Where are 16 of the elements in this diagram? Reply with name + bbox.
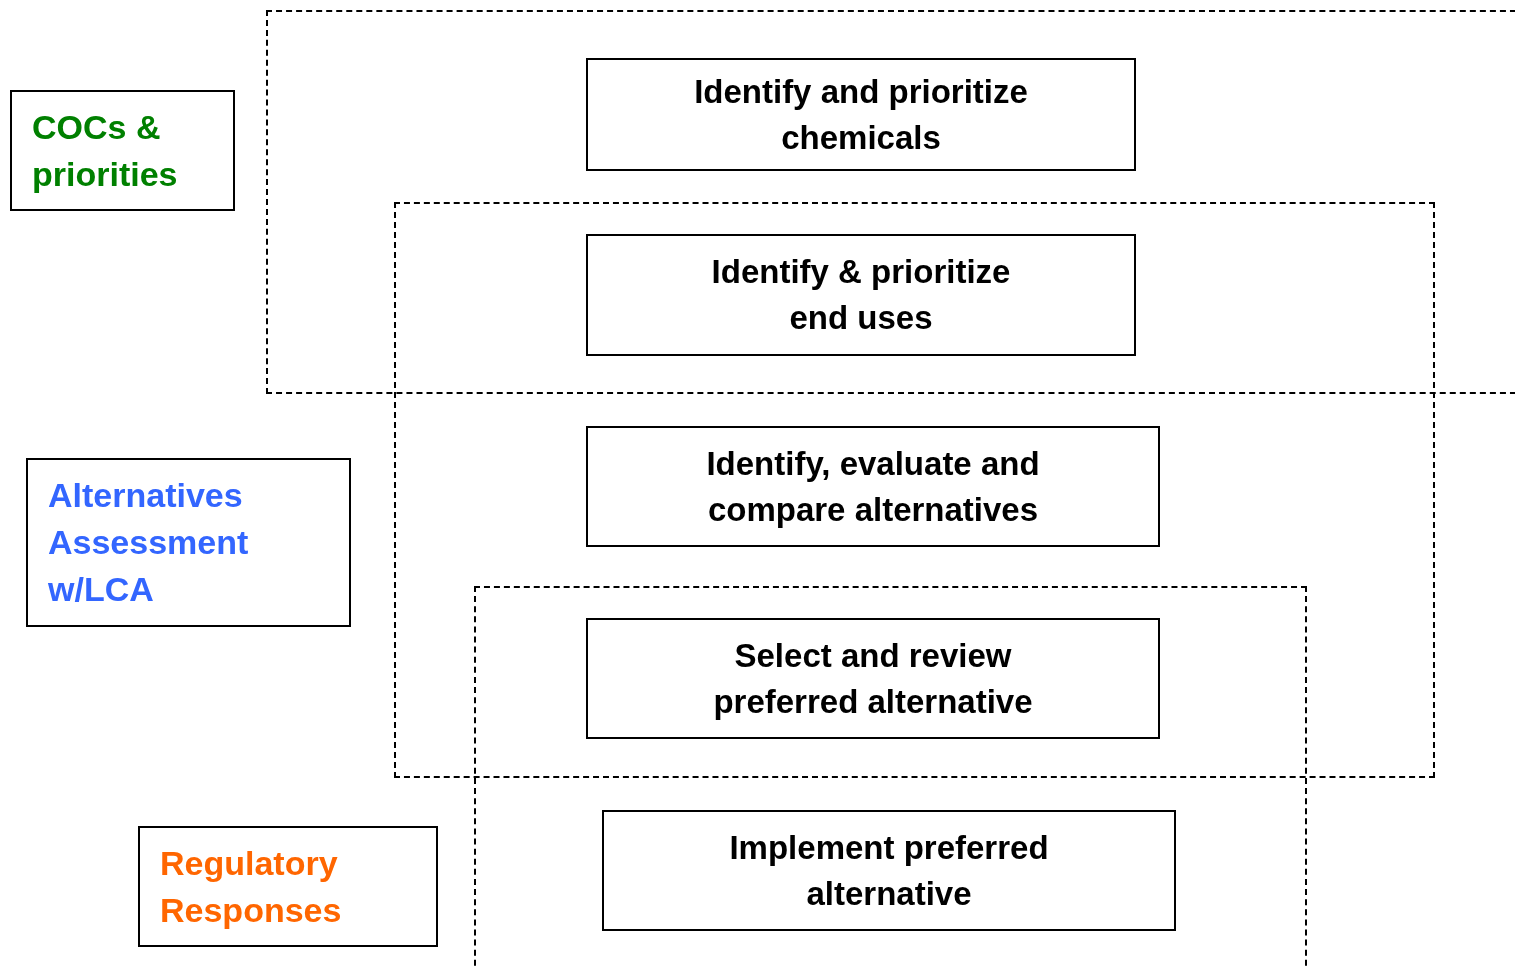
process-box — [586, 618, 1160, 739]
step-label: Identify and prioritize chemicals — [693, 71, 1029, 158]
category-label: Alternatives Assessment w/LCA — [48, 475, 250, 610]
step-label: Identify & prioritize end uses — [710, 252, 1012, 338]
step-label: Identify, evaluate and compare alternatives — [705, 443, 1041, 530]
category-box — [138, 826, 438, 947]
step-label: Select and review preferred alternative — [712, 635, 1034, 722]
category-label: COCs & priorities — [32, 106, 179, 195]
category-box — [10, 90, 235, 211]
category-label: Regulatory Responses — [160, 842, 343, 931]
process-box — [586, 426, 1160, 547]
process-box — [602, 810, 1176, 931]
process-box — [586, 234, 1136, 356]
category-box — [26, 458, 351, 627]
step-label: Implement preferred alternative — [728, 827, 1050, 914]
process-box — [586, 58, 1136, 171]
